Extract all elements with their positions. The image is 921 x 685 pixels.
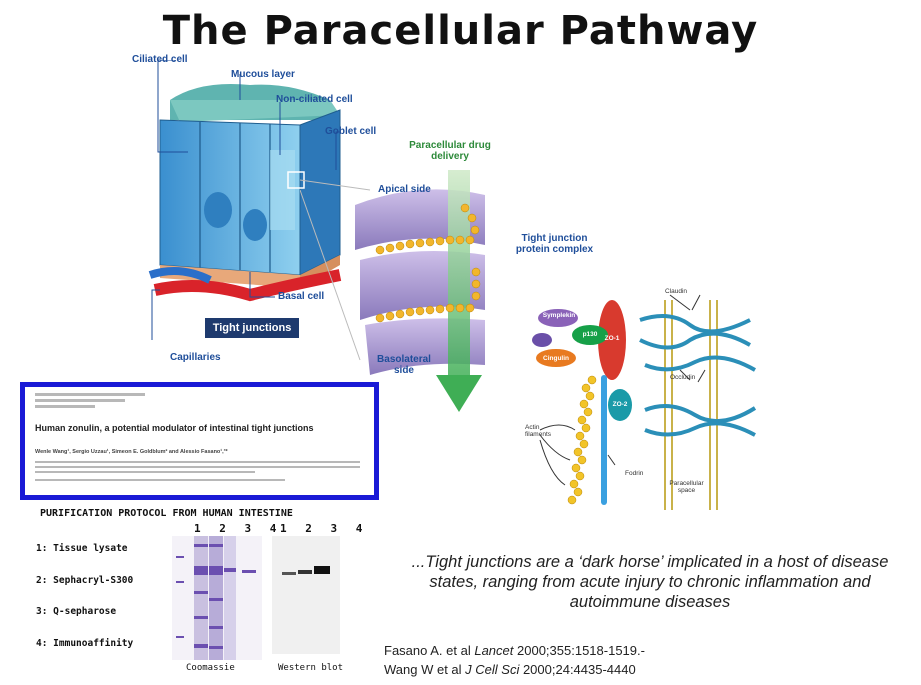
ciliated-cell-label: Ciliated cell	[132, 54, 188, 65]
paper-affiliation-line	[35, 461, 360, 463]
paper-authors: Wenle Wang¹, Sergio Uzzau¹, Simeon E. Go…	[35, 449, 228, 455]
protein-complex-illustration	[532, 294, 757, 510]
paracellular-space-label: Paracellular space	[669, 480, 704, 494]
fodrin-label: Fodrin	[625, 470, 644, 477]
western-lane-numbers: 1 2 3 4	[280, 522, 369, 535]
apical-side-label: Apical side	[378, 184, 431, 195]
p130-label: p130	[582, 331, 598, 338]
paper-affiliation-line	[35, 466, 360, 468]
paper-header-line	[35, 405, 95, 408]
capillaries-label: Capillaries	[170, 352, 221, 363]
actin-filaments-label: Actin filaments	[525, 424, 552, 438]
western-blot-caption: Western blot	[278, 663, 344, 673]
western-blot	[272, 536, 340, 654]
paper-header-line	[35, 393, 145, 396]
protocol-step: 3: Q-sepharose	[36, 606, 117, 617]
citation-authors: Fasano A. et al	[384, 643, 475, 658]
paper-affiliation-line	[35, 471, 255, 473]
tight-junction-complex-label: Tight junction protein complex	[515, 233, 594, 255]
citation-authors: Wang W et al	[384, 662, 466, 677]
citation-1: Fasano A. et al Lancet 2000;355:1518-151…	[384, 643, 645, 658]
mucous-layer-label: Mucous layer	[231, 69, 295, 80]
tight-junctions-label: Tight junctions	[205, 318, 299, 338]
tight-junction-zoom	[300, 170, 485, 412]
paper-title: Human zonulin, a potential modulator of …	[35, 423, 314, 433]
basolateral-side-label: Basolateral side	[377, 354, 431, 376]
citation-journal: Lancet	[474, 643, 514, 658]
coomassie-gel	[172, 536, 262, 660]
epithelium-illustration	[148, 60, 342, 340]
zo2-label: ZO-2	[612, 401, 628, 408]
citation-details: 2000;24:4435-4440	[519, 662, 636, 677]
zo1-label: ZO-1	[604, 335, 620, 342]
symplekin-label: Symplekin	[542, 312, 576, 319]
coomassie-caption: Coomassie	[186, 663, 235, 673]
non-ciliated-cell-label: Non-ciliated cell	[276, 94, 353, 105]
paper-excerpt: Human zonulin, a potential modulator of …	[20, 382, 379, 500]
basal-cell-label: Basal cell	[278, 291, 325, 302]
protocol-step: 1: Tissue lysate	[36, 543, 128, 554]
protocol-title: PURIFICATION PROTOCOL FROM HUMAN INTESTI…	[40, 508, 293, 519]
occludin-label: Occludin	[670, 374, 696, 381]
claudin-label: Claudin	[665, 288, 688, 295]
cingulin-label: Cingulin	[543, 355, 569, 362]
citation-journal: J Cell Sci	[465, 662, 520, 677]
paper-footnote-line	[35, 479, 285, 481]
page-title: The Paracellular Pathway	[162, 8, 759, 54]
goblet-cell-label: Goblet cell	[325, 126, 377, 137]
citation-details: 2000;355:1518-1519.-	[513, 643, 645, 658]
citation-2: Wang W et al J Cell Sci 2000;24:4435-444…	[384, 662, 636, 677]
protocol-step: 4: Immunoaffinity	[36, 638, 134, 649]
paracellular-drug-delivery-label: Paracellular drug delivery	[409, 140, 491, 162]
coomassie-lane-numbers: 1 2 3 4	[194, 522, 283, 535]
quote-text: ...Tight junctions are a ‘dark horse’ im…	[411, 553, 889, 611]
protocol-step: 2: Sephacryl-S300	[36, 575, 134, 586]
paper-header-line	[35, 399, 125, 402]
